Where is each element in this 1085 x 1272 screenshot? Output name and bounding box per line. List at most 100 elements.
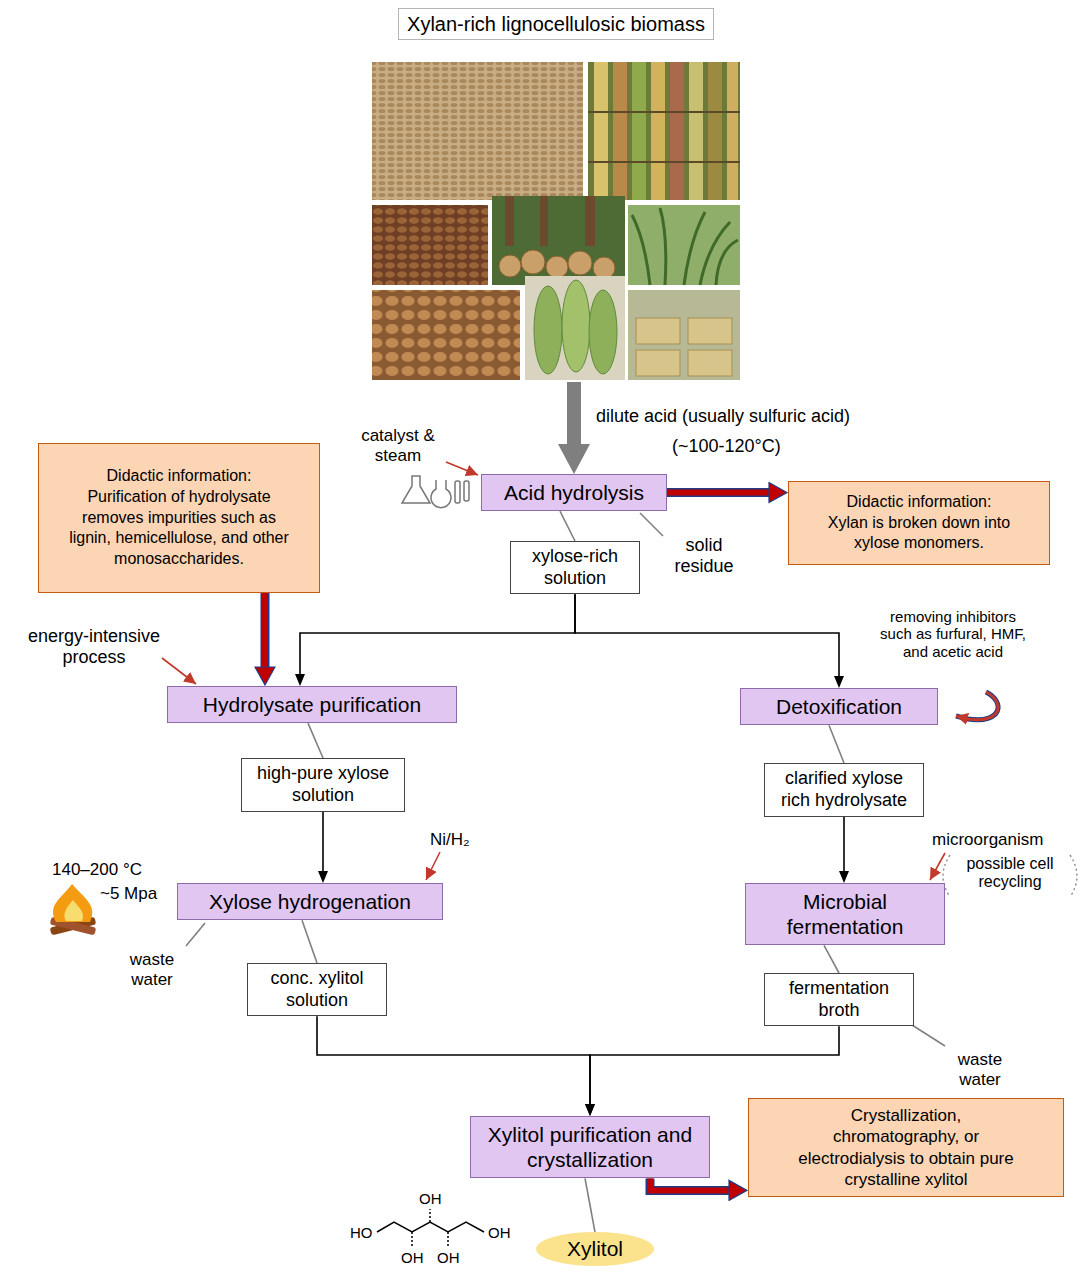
tree-trunk	[585, 196, 595, 246]
leader-arrow	[446, 462, 478, 475]
process-condition: 140–200 °C	[52, 860, 142, 880]
seed-texture	[372, 205, 488, 285]
conical-flask	[402, 476, 430, 503]
test-tube	[464, 481, 469, 501]
output-label: waste water	[116, 950, 188, 989]
flow-arrow	[650, 1178, 729, 1190]
note-label: possible cell recycling	[944, 855, 1076, 892]
flame-core	[64, 900, 83, 921]
cane-node	[588, 161, 740, 163]
process-box: Microbial fermentation	[745, 883, 945, 945]
process-box: Detoxification	[740, 688, 938, 725]
lab-glassware-icon	[402, 476, 469, 508]
cane-stalk	[613, 62, 627, 200]
flow-arrow	[560, 511, 575, 541]
nut-photo	[372, 290, 520, 380]
process-box: Xylose hydrogenation	[177, 883, 443, 920]
atom-label: OH	[419, 1190, 442, 1207]
corn-ear	[562, 280, 590, 372]
atom-label: OH	[401, 1249, 424, 1266]
cane-stalk	[594, 62, 608, 200]
grass-photo	[628, 205, 740, 285]
cane-stalk	[727, 62, 738, 200]
recycle-arrow	[956, 692, 998, 720]
box-text: high-pure xylose solution	[248, 763, 398, 806]
corn-ear	[589, 290, 617, 374]
straw-bale	[636, 318, 680, 344]
info-box: Crystallization, chromatography, or elec…	[748, 1098, 1064, 1197]
tree-trunk	[505, 196, 514, 246]
atom-label: OH	[437, 1249, 460, 1266]
biomass-photo-collage	[372, 62, 740, 380]
process-condition: (~100-120°C)	[672, 436, 781, 457]
input-label: catalyst & steam	[346, 426, 450, 465]
output-label: waste water	[946, 1050, 1014, 1089]
box-heading: Didactic information:	[107, 466, 252, 487]
info-box: Didactic information:Xylan is broken dow…	[788, 481, 1050, 565]
leader-arrow	[426, 852, 440, 880]
dotted-bracket	[1070, 855, 1077, 897]
output-box: clarified xylose rich hydrolysate	[764, 763, 924, 817]
output-box: fermentation broth	[764, 973, 914, 1026]
flow-arrow	[308, 723, 323, 758]
process-box: Hydrolysate purification	[167, 686, 457, 723]
box-text: Hydrolysate purification	[203, 692, 421, 717]
arrow-outline	[650, 1178, 729, 1190]
box-text: clarified xylose rich hydrolysate	[771, 768, 917, 811]
atom-label: OH	[488, 1224, 511, 1241]
arrow-outline	[667, 488, 769, 497]
note-label: energy-intensive process	[6, 626, 182, 667]
grain-photo	[372, 62, 583, 200]
flow-arrow	[575, 594, 839, 676]
sugarcane-photo	[588, 62, 740, 200]
carbon-chain	[377, 1222, 484, 1232]
log-end	[521, 250, 545, 274]
test-tube	[455, 481, 460, 503]
flow-arrow	[590, 1026, 839, 1104]
flow-arrow	[262, 593, 268, 667]
corn-photo	[525, 276, 625, 380]
round-flask	[431, 480, 451, 508]
leader-line	[186, 923, 205, 946]
hashed-bond	[447, 1232, 449, 1247]
flow-arrow	[667, 490, 769, 496]
leader-line	[912, 1025, 945, 1046]
xylitol-structure	[377, 1209, 484, 1247]
catalyst-label: Ni/H₂	[430, 830, 470, 850]
flow-arrow	[585, 1178, 595, 1232]
info-box: Didactic information:Purification of hyd…	[38, 443, 320, 593]
flow-arrow	[829, 725, 844, 763]
flow-arrow	[322, 812, 324, 871]
box-heading: Didactic information:	[847, 492, 992, 513]
box-text: Xylose hydrogenation	[209, 889, 411, 914]
leader-arrow	[162, 658, 196, 684]
box-text: fermentation broth	[771, 978, 907, 1021]
hashed-bond	[429, 1209, 431, 1222]
flow-arrow	[300, 594, 575, 674]
box-text: Xylitol	[567, 1236, 623, 1261]
log-end	[546, 256, 568, 278]
nut-texture	[372, 290, 520, 380]
seed-photo	[372, 205, 488, 285]
log-end	[593, 257, 615, 279]
leader-line	[640, 513, 663, 536]
cane-stalk	[670, 62, 684, 200]
output-label: solid residue	[666, 535, 742, 576]
flow-arrow	[317, 1016, 590, 1104]
process-box: Acid hydrolysis	[481, 474, 667, 511]
box-text: Xylitol purification and crystallization	[481, 1122, 699, 1172]
cane-node	[588, 111, 740, 113]
box-text: Xylan is broken down into xylose monomer…	[809, 513, 1029, 555]
log-end	[568, 251, 592, 275]
flow-arrow	[302, 920, 317, 963]
box-text: Xylan-rich lignocellulosic biomass	[398, 8, 714, 40]
process-condition: dilute acid (usually sulfuric acid)	[596, 406, 850, 427]
grass-blades	[632, 208, 738, 285]
cane-stalk	[632, 62, 646, 200]
flow-arrow	[843, 817, 845, 871]
grain-texture	[372, 62, 583, 200]
process-box: Xylitol purification and crystallization	[470, 1116, 710, 1178]
arrow-outline	[261, 593, 270, 667]
output-box: high-pure xylose solution	[241, 758, 405, 812]
input-label: microorganism	[932, 830, 1043, 850]
